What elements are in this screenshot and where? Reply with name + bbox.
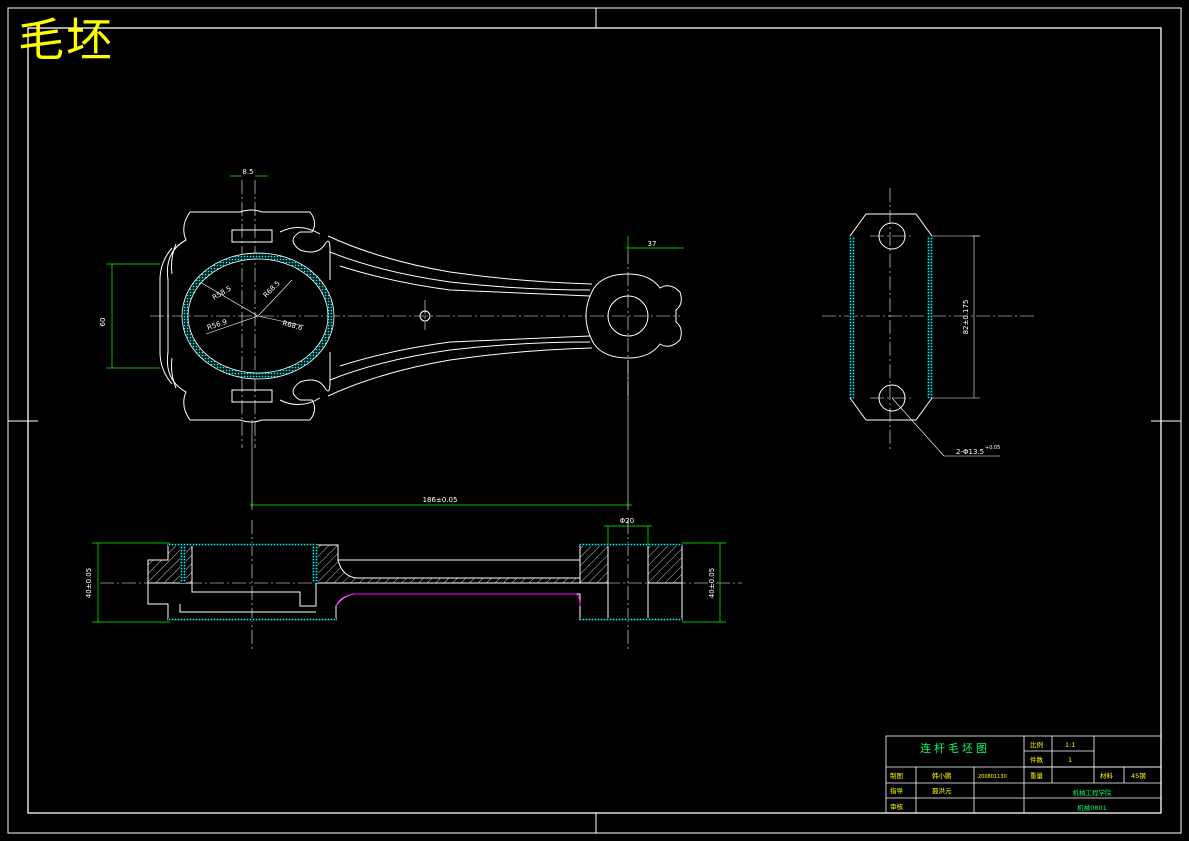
qty-value: 1	[1068, 756, 1072, 764]
dim-hole: 2-Φ13.5	[956, 448, 984, 456]
dim-phi: Φ20	[620, 517, 634, 525]
radius-label-c: R56.9	[206, 318, 228, 332]
scale-label: 比例	[1030, 740, 1043, 749]
dim-section-right: 40±0.05	[708, 568, 716, 598]
sheet-title: 毛坯	[18, 13, 114, 67]
dim-side-height: 82±0.175	[962, 300, 970, 335]
school-name: 机械工程学院	[1073, 788, 1113, 797]
drawn-id: 200801130	[978, 774, 1007, 780]
radius-label-b: R68.5	[262, 279, 282, 299]
scale-value: 1:1	[1065, 741, 1075, 749]
drawn-name: 韩小鹏	[932, 771, 952, 780]
material-label: 材料	[1100, 771, 1114, 780]
drawing-frame	[7, 7, 1182, 834]
dim-37: 37	[648, 240, 657, 248]
section-view: 40±0.05 40±0.05 Φ20	[85, 517, 742, 650]
dim-section-left: 40±0.05	[85, 568, 93, 598]
side-view: 82±0.175 2-Φ13.5 +0.05	[822, 188, 1035, 457]
title-block-title: 连杆毛坯图	[920, 741, 990, 755]
qty-label: 件数	[1030, 755, 1044, 764]
radius-label-d: R68.6	[281, 319, 303, 332]
dim-8-5: 8.5	[242, 168, 253, 176]
dim-hole-tol: +0.05	[985, 445, 1000, 451]
guide-label: 指导	[890, 786, 904, 795]
dim-length: 186±0.05	[423, 496, 458, 504]
weight-label: 重量	[1030, 772, 1044, 780]
front-view: R58.5 R68.5 R56.9 R68.6	[99, 168, 980, 510]
title-block: 连杆毛坯图 比例 1:1 件数 1 重量 材料 45钢 制图 韩小鹏 20080…	[885, 735, 1162, 814]
dim-left: 60	[99, 318, 107, 327]
drawn-label: 制图	[890, 771, 903, 780]
material-value: 45钢	[1131, 772, 1146, 780]
review-label: 审核	[890, 802, 904, 811]
drawing-number: 机械0801	[1077, 803, 1107, 812]
guide-name: 聂洪元	[932, 786, 952, 795]
